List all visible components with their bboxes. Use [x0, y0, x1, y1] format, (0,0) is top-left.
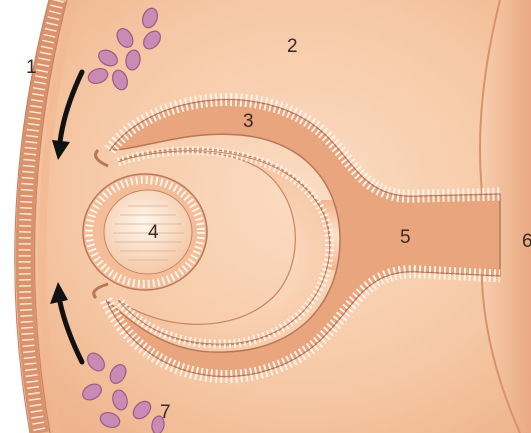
label-3: 3 [243, 112, 254, 131]
label-4: 4 [148, 223, 159, 242]
label-7: 7 [160, 403, 171, 422]
label-5: 5 [400, 228, 411, 247]
label-2: 2 [287, 37, 298, 56]
label-6: 6 [522, 232, 531, 251]
lens-vesicle [83, 174, 207, 290]
label-1: 1 [26, 58, 37, 77]
